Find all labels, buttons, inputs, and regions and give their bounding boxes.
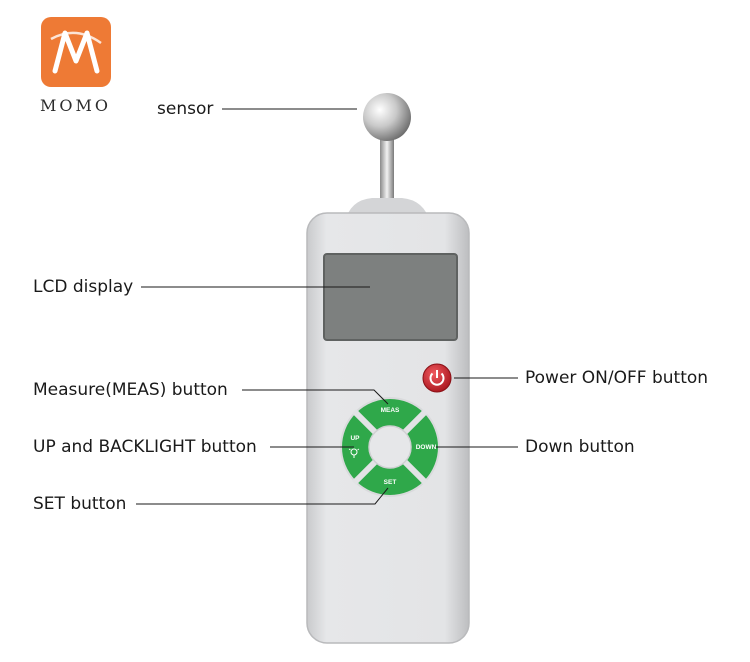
meas-key-label[interactable]: MEAS — [381, 407, 400, 414]
callout-down: Down button — [525, 437, 635, 457]
set-key-label[interactable]: SET — [384, 479, 397, 486]
down-key-label[interactable]: DOWN — [416, 444, 437, 451]
up-key-label[interactable]: UP — [350, 435, 360, 442]
leader-set — [136, 487, 389, 505]
backlight-bulb-icon — [348, 448, 360, 458]
callout-set: SET button — [33, 494, 127, 514]
logo-text: MOMO — [40, 96, 111, 115]
callout-sensor: sensor — [157, 99, 214, 119]
logo-m-icon — [50, 30, 102, 74]
callout-meas: Measure(MEAS) button — [33, 380, 228, 400]
keypad-center — [368, 425, 412, 469]
leader-meas — [242, 389, 389, 405]
power-button[interactable] — [422, 363, 452, 393]
callout-power: Power ON/OFF button — [525, 368, 709, 388]
leader-lines — [136, 108, 518, 505]
callout-lcd: LCD display — [33, 277, 134, 297]
logo-mark — [41, 17, 111, 87]
lcd-screen — [323, 253, 458, 341]
keypad — [340, 397, 440, 497]
sensor — [363, 93, 411, 200]
callout-up: UP and BACKLIGHT button — [33, 437, 257, 457]
